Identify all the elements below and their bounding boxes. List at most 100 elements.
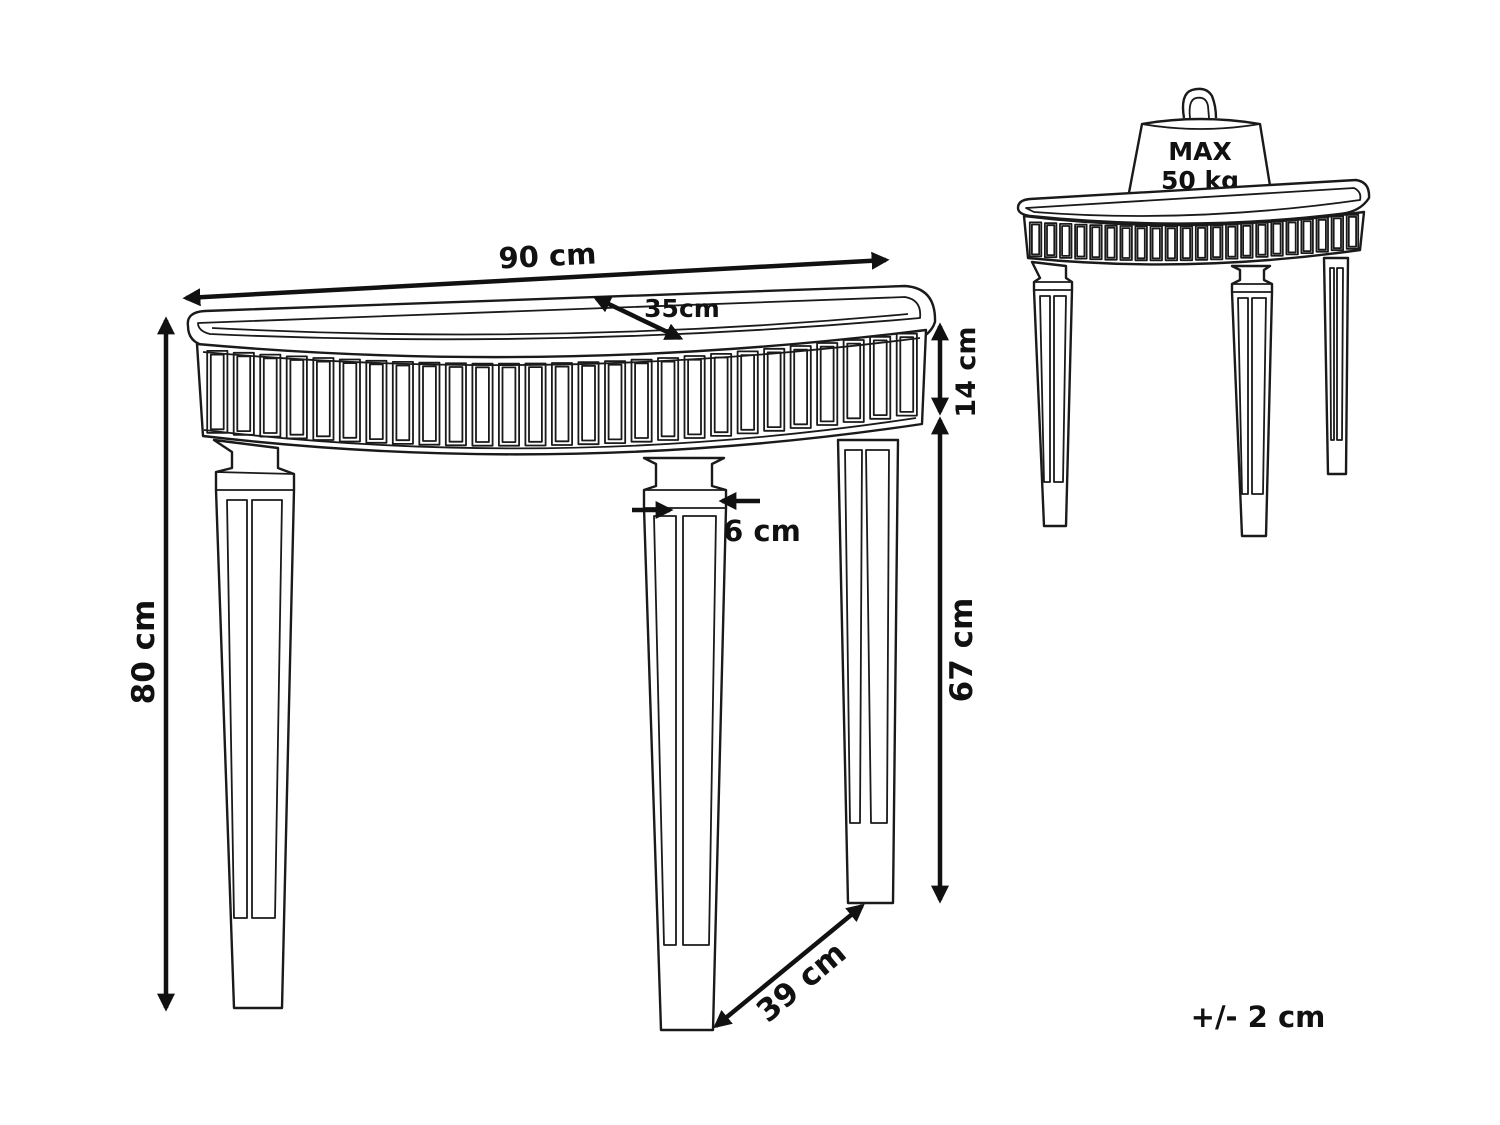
apron-panel-inset — [846, 342, 862, 420]
apron-panel — [736, 350, 759, 435]
apron-panel — [1179, 225, 1194, 262]
front-left-leg — [212, 438, 296, 1010]
apron-panel — [1104, 224, 1118, 261]
apron-panel-inset — [1287, 221, 1297, 254]
apron-panel — [418, 361, 441, 446]
apron-panel — [1225, 223, 1239, 260]
tolerance-note: +/- 2 cm — [1191, 1000, 1326, 1034]
apron-panel — [1285, 219, 1299, 256]
leg-clearance-label: 67 cm — [944, 598, 980, 703]
width-label: 90 cm — [498, 236, 598, 275]
apron-panel-inset — [1091, 226, 1101, 258]
apron-panel — [444, 362, 467, 447]
apron-panel-inset — [342, 362, 358, 439]
apron-panel — [497, 362, 520, 447]
apron-panel-inset — [1136, 227, 1146, 260]
depth-label: 35cm — [644, 294, 720, 323]
apron-panel — [1074, 223, 1088, 260]
apron-panel-inset — [1031, 223, 1041, 256]
apron-panel-inset — [262, 357, 278, 434]
apron-panel — [763, 347, 786, 432]
apron-panel — [842, 339, 865, 423]
back-right-leg — [836, 438, 900, 905]
apron-panel — [312, 357, 335, 441]
apron-panel-inset — [793, 348, 809, 426]
apron-panel — [391, 360, 414, 445]
apron-panel — [1194, 224, 1209, 261]
apron-panel-inset — [660, 360, 676, 438]
apron-panel-inset — [1227, 225, 1237, 258]
apron-panel-inset — [475, 366, 490, 443]
apron-panel — [1330, 215, 1344, 252]
apron-panel-inset — [209, 353, 225, 431]
apron-panel — [1044, 222, 1058, 259]
small-apron-panels — [1028, 213, 1360, 262]
apron-panel-inset — [581, 364, 596, 442]
apron-panel — [365, 359, 388, 444]
apron-panel — [1210, 224, 1224, 261]
apron-panel-inset — [1061, 225, 1071, 257]
apron-panel — [1119, 225, 1133, 261]
apron-panel-inset — [872, 339, 888, 416]
apron-panel — [683, 355, 706, 439]
apron-panel — [895, 332, 918, 417]
apron-panel — [1270, 220, 1284, 257]
apron-panel-inset — [1197, 226, 1207, 259]
apron-panel — [816, 342, 839, 426]
apron-panel-inset — [1272, 222, 1282, 255]
apron-panel-inset — [1212, 226, 1222, 259]
leg-spacing-label: 39 cm — [750, 935, 853, 1030]
apron-panel-inset — [501, 366, 517, 443]
apron-height-label: 14 cm — [951, 326, 982, 417]
apron-panel-inset — [1151, 227, 1161, 260]
apron-panel — [577, 361, 600, 446]
apron-panel — [285, 355, 308, 440]
apron-panel-inset — [1106, 226, 1116, 259]
apron-panel — [1300, 218, 1314, 255]
apron-panel-inset — [1166, 227, 1176, 260]
apron-panel — [1149, 225, 1163, 262]
dimension-lines — [157, 251, 949, 1029]
apron-panel — [869, 335, 892, 420]
apron-panel-inset — [687, 358, 702, 436]
apron-panel-inset — [1347, 215, 1358, 248]
apron-panel-inset — [766, 351, 782, 428]
apron-panel-inset — [528, 366, 543, 443]
apron-panel — [524, 362, 547, 447]
apron-panel-inset — [422, 365, 437, 442]
apron-panel-inset — [740, 354, 756, 431]
apron-panel — [338, 358, 361, 443]
apron-panel-inset — [713, 356, 729, 434]
apron-panel — [551, 362, 574, 446]
apron-panel-inset — [607, 363, 623, 441]
apron-panel-inset — [368, 363, 384, 440]
apron-panel — [232, 351, 255, 436]
apron — [195, 328, 928, 456]
apron-panel-inset — [634, 362, 649, 439]
apron-panel-inset — [1242, 224, 1252, 257]
apron-panel-inset — [1076, 225, 1086, 258]
apron-panel-inset — [1317, 218, 1327, 251]
apron-panel — [1134, 225, 1148, 262]
apron-panel — [1240, 222, 1254, 259]
apron-panel — [1089, 224, 1103, 261]
apron-panel — [1315, 216, 1329, 253]
apron-panel-inset — [554, 365, 570, 443]
apron-panel-inset — [1181, 227, 1192, 259]
total-height-label: 80 cm — [126, 600, 162, 705]
apron-panel — [1345, 213, 1360, 250]
apron-panel — [1164, 225, 1178, 262]
apron-panel-inset — [819, 345, 835, 423]
main-table-drawing — [186, 284, 937, 1032]
apron-panel — [259, 353, 282, 438]
apron-panel — [604, 360, 627, 445]
apron-panel — [710, 352, 733, 437]
apron-panel-inset — [236, 355, 252, 432]
leg-spacing-dimension-line — [713, 903, 865, 1029]
apron-panel — [471, 362, 494, 447]
depth-dimension-line — [592, 295, 684, 341]
apron-panel-inset — [1302, 220, 1312, 252]
apron-panel — [1059, 222, 1073, 259]
apron-panel-inset — [448, 366, 464, 443]
